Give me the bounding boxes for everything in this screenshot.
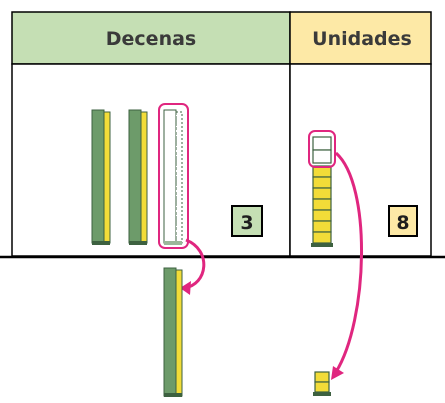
units-count: 8: [396, 212, 409, 234]
units-count-box: [388, 205, 418, 237]
moved-ten-rod: [163, 267, 183, 397]
unit-cube-stack: [311, 136, 333, 247]
units-arrow-head: [331, 366, 344, 380]
ten-rod: [128, 109, 148, 245]
units-header-cell: [289, 11, 432, 65]
regroup-highlight-tens: [158, 103, 189, 249]
tens-arrow-head: [180, 281, 191, 295]
tens-count: 3: [240, 212, 253, 234]
regroup-highlight-units: [308, 130, 336, 168]
units-regroup-arrow: [334, 151, 363, 373]
units-header-label: Unidades: [312, 28, 412, 50]
ten-rod: [91, 109, 111, 245]
regrouped-ten-rod: [163, 109, 183, 245]
tens-header-cell: [11, 11, 291, 65]
tens-header-label: Decenas: [106, 28, 196, 50]
moved-unit-cubes: [313, 371, 331, 396]
tens-count-box: [231, 205, 263, 237]
